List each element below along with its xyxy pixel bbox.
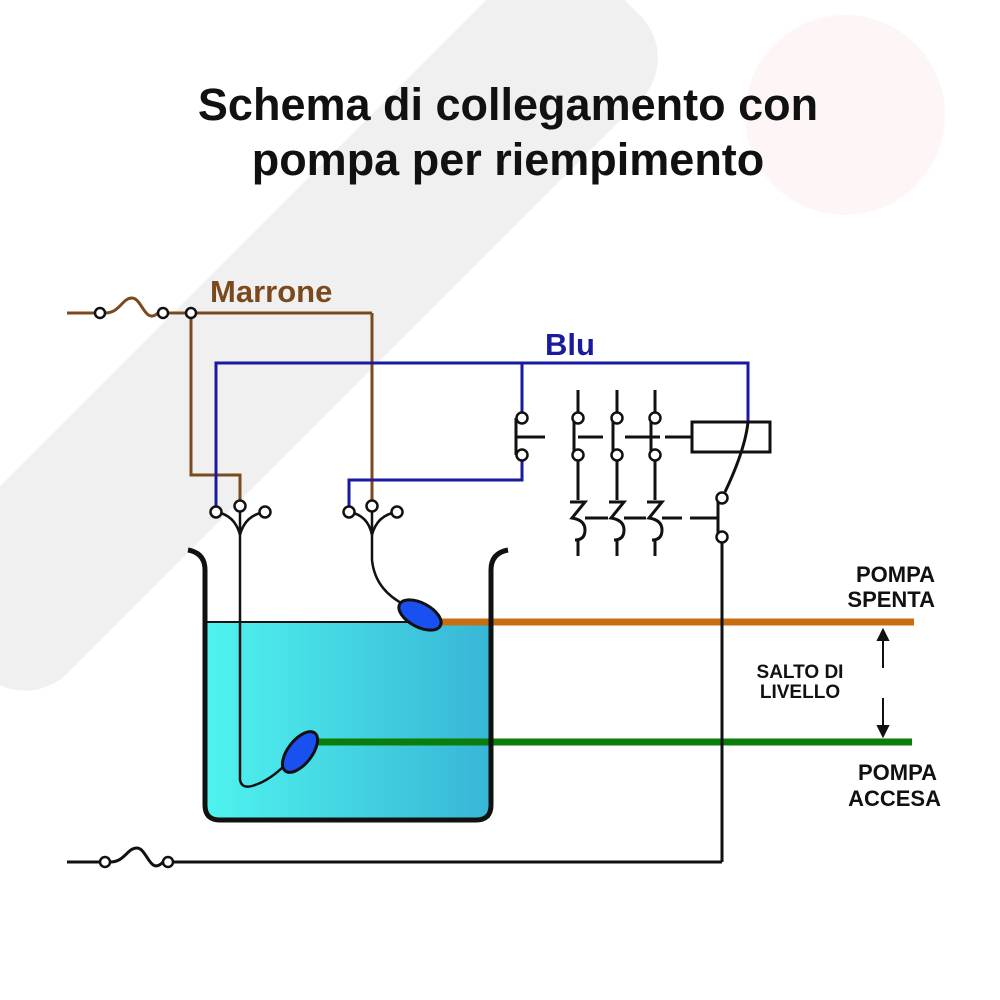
pump-on-label-1: POMPA	[858, 760, 937, 785]
level-jump-label-1: SALTO DI	[757, 662, 844, 683]
pump-off-label-1: POMPA	[856, 562, 935, 587]
watermark	[0, 0, 658, 691]
contact-terminals	[98, 411, 729, 869]
title-line-1: Schema di collegamento con	[198, 79, 818, 130]
contactor	[67, 390, 772, 868]
float-terminals	[209, 499, 404, 519]
tank-water	[206, 622, 490, 818]
tank	[187, 547, 509, 823]
level-jump-label-2: LIVELLO	[760, 682, 840, 703]
title-line-2: pompa per riempimento	[252, 134, 765, 185]
pump-off-label-2: SPENTA	[847, 587, 935, 612]
blue-wire	[214, 361, 750, 507]
fuse-top	[93, 306, 198, 320]
brown-wire-label: Marrone	[210, 274, 332, 309]
float-switch-upper	[397, 598, 443, 632]
level-jump-arrows	[876, 627, 890, 739]
blue-wire-label: Blu	[545, 327, 595, 362]
float-switch-lower	[280, 730, 320, 774]
pump-on-label-2: ACCESA	[848, 786, 941, 811]
